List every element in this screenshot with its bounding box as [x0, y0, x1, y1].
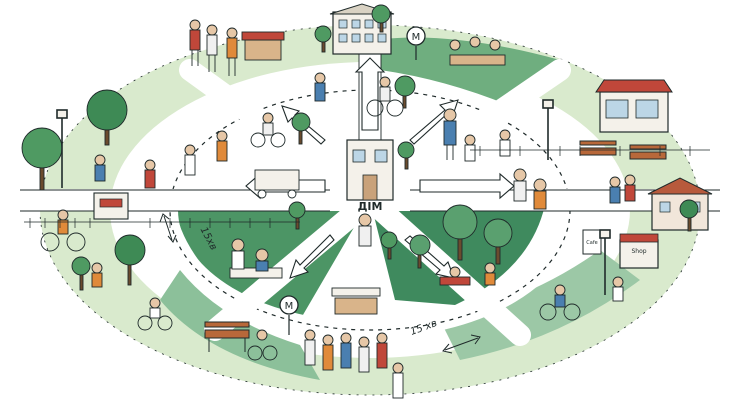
- metro-sign-top: M: [406, 26, 426, 60]
- tree-icon: [394, 75, 416, 109]
- cafe-building: [595, 79, 673, 133]
- metro-bottom-letter: M: [285, 301, 294, 312]
- trees: [21, 4, 699, 291]
- tree-icon: [442, 204, 478, 261]
- person-icon: [464, 134, 476, 162]
- person-icon: [314, 72, 326, 102]
- benches: [204, 140, 667, 352]
- tree-icon: [291, 112, 311, 145]
- double-arrow-icon: [442, 334, 481, 354]
- person-icon: [184, 144, 196, 176]
- fences: [24, 146, 710, 228]
- metro-sign-bottom: M: [279, 295, 299, 335]
- cyclist-icon: [366, 76, 404, 117]
- tree-icon: [314, 25, 332, 53]
- crowd-icon: [304, 329, 404, 399]
- person-icon: [358, 213, 372, 247]
- desk-group-icon: [449, 36, 506, 66]
- cyclist-icon: [247, 329, 278, 361]
- food-cart-icon: [254, 169, 300, 199]
- lamp-posts: [56, 99, 611, 295]
- double-arrow-left-icon: [159, 213, 177, 243]
- tree-icon: [114, 234, 146, 286]
- person-icon: [94, 154, 106, 182]
- house-right: [647, 177, 713, 231]
- home-building: ДІМ: [346, 139, 394, 213]
- lamp-post-icon: [542, 99, 554, 160]
- doctor-desk-icon: [229, 238, 283, 279]
- metro-top-letter: M: [412, 32, 421, 43]
- arrow-up: [354, 57, 386, 131]
- cyclist-icon: [250, 112, 286, 148]
- tree-icon: [409, 234, 431, 269]
- lamp-post-icon: [56, 109, 68, 188]
- cyclist-icon: [137, 297, 173, 331]
- market-stall-icon: [331, 287, 381, 315]
- person-icon: [609, 176, 621, 204]
- person-icon: [144, 159, 156, 189]
- bench-icon: [579, 140, 617, 156]
- arrow-downleft: [289, 234, 335, 279]
- person-icon: [443, 108, 457, 160]
- tree-icon: [21, 127, 63, 191]
- person-icon: [533, 178, 547, 210]
- cyclist-icon: [40, 209, 86, 252]
- tree-icon: [483, 218, 513, 265]
- person-icon: [499, 129, 511, 157]
- people: [40, 19, 636, 399]
- cafe-sign: Cafe: [582, 229, 602, 255]
- tree-icon: [71, 256, 91, 291]
- shop-building: Shop: [619, 233, 659, 269]
- lamp-post-icon: [599, 229, 611, 295]
- cafe-sign-text: Cafe: [586, 240, 597, 246]
- tree-icon: [397, 141, 415, 170]
- bench-icon: [629, 144, 667, 160]
- person-icon: [206, 24, 218, 72]
- person-icon: [91, 262, 103, 288]
- market-stall-icon: [241, 31, 285, 61]
- person-icon: [226, 27, 238, 76]
- person-icon: [612, 276, 624, 302]
- picnic-icon: [439, 262, 496, 286]
- cyclist-icon: [539, 284, 581, 321]
- person-icon: [216, 130, 228, 162]
- person-icon: [513, 168, 527, 202]
- tree-icon: [679, 199, 699, 232]
- arrow-right: [419, 172, 515, 200]
- tree-icon: [380, 231, 398, 260]
- home-label: ДІМ: [358, 200, 383, 213]
- shop-sign-text: Shop: [631, 248, 646, 255]
- tree-icon: [86, 89, 128, 146]
- person-icon: [624, 174, 636, 202]
- bench-icon: [204, 321, 250, 352]
- tree-icon: [371, 4, 391, 33]
- bus-stop: [93, 192, 129, 220]
- person-icon: [189, 19, 201, 66]
